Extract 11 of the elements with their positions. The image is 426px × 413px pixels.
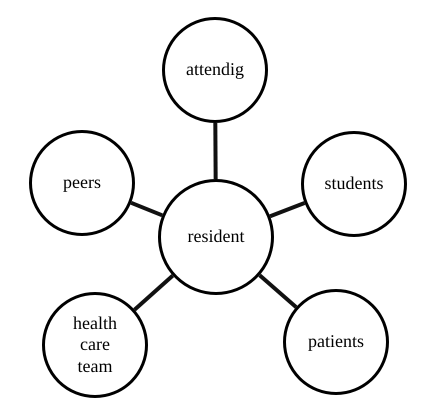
connector-line xyxy=(133,274,174,312)
connector-line xyxy=(130,200,163,218)
connector-line xyxy=(213,122,218,180)
node-label: patients xyxy=(308,331,364,353)
connector-line xyxy=(258,274,298,309)
node-label: health care team xyxy=(72,312,118,378)
node-label: students xyxy=(324,173,384,195)
node-label: resident xyxy=(188,226,244,248)
node-label: peers xyxy=(63,172,101,194)
node-label: attendig xyxy=(186,59,244,81)
connector-line xyxy=(269,201,306,218)
